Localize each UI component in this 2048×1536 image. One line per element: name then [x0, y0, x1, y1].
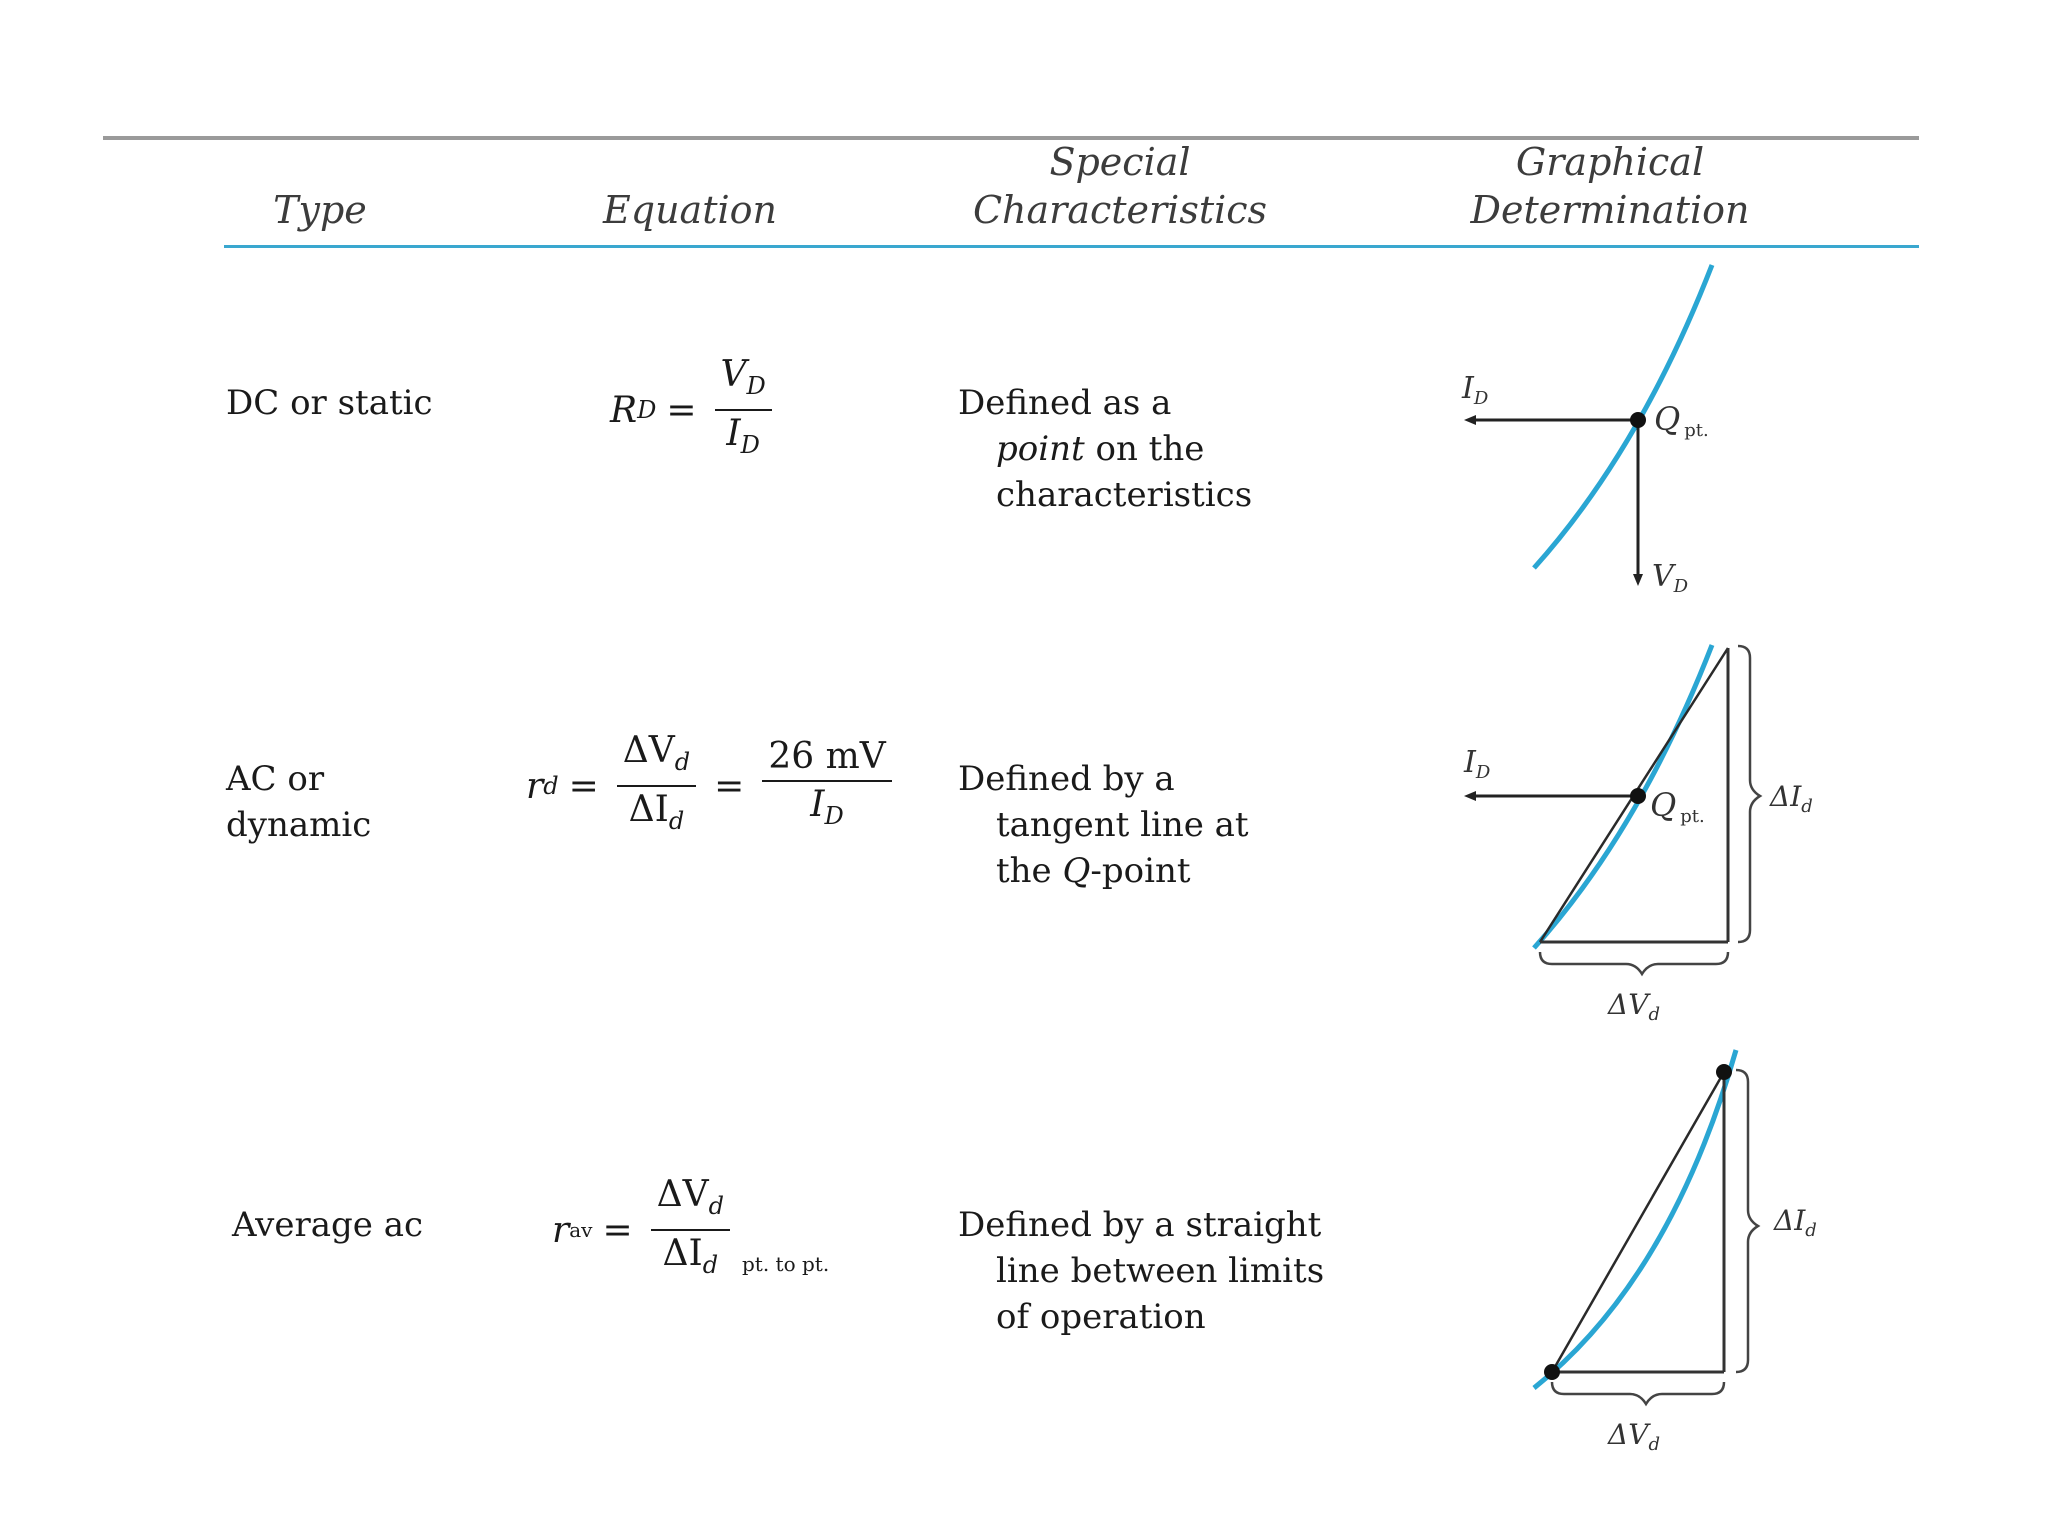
row-dc-type: DC or static: [226, 383, 433, 423]
dc-fraction: VD ID: [714, 355, 772, 465]
average-delta-v-brace: [1550, 1381, 1726, 1407]
top-rule: [103, 136, 1919, 140]
ac-id-label: ID: [1463, 745, 1491, 783]
average-upper-point: [1716, 1064, 1732, 1080]
header-equation: Equation: [603, 188, 777, 232]
row-ac-type: AC or dynamic: [226, 759, 372, 845]
dc-q-point: [1630, 412, 1646, 428]
average-chord-line: [1550, 1071, 1726, 1373]
ac-delta-v-label: ΔVd: [1607, 988, 1660, 1025]
average-characteristic-curve: [1532, 1049, 1739, 1390]
header-type: Type: [273, 188, 367, 232]
ac-characteristic-curve: [1532, 644, 1715, 950]
average-lower-point: [1544, 1364, 1560, 1380]
ac-delta-v-brace: [1538, 951, 1730, 977]
average-graph: ΔId ΔVd: [1532, 1049, 1817, 1455]
average-delta-i-brace: [1735, 1068, 1761, 1374]
row-dc-characteristics: Defined as a point on the characteristic…: [958, 383, 1253, 515]
row-average-characteristics: Defined by a straight line between limit…: [958, 1205, 1325, 1337]
ac-fraction-26mv: 26 mV ID: [762, 736, 892, 836]
ac-q-point: [1630, 788, 1646, 804]
header-special-characteristics: Special Characteristics: [972, 140, 1268, 232]
row-ac-characteristics: Defined by a tangent line at the Q-point: [958, 759, 1249, 891]
header-graphical-determination: Graphical Determination: [1470, 140, 1750, 232]
average-delta-i-label: ΔId: [1773, 1204, 1817, 1241]
dc-id-label: ID: [1461, 371, 1489, 409]
dc-characteristic-curve: [1532, 264, 1715, 570]
row-average-type: Average ac: [232, 1205, 424, 1245]
dc-vd-label: VD: [1652, 559, 1689, 597]
average-limits: pt. to pt.: [742, 1252, 830, 1276]
average-delta-v-label: ΔVd: [1607, 1418, 1660, 1455]
header-rule: [224, 245, 1919, 248]
average-fraction: ΔVd ΔId: [650, 1175, 730, 1285]
ac-fraction-delta: ΔVd ΔId: [616, 731, 697, 841]
ac-delta-i-label: ΔId: [1769, 780, 1813, 817]
ac-delta-i-brace: [1737, 644, 1763, 944]
